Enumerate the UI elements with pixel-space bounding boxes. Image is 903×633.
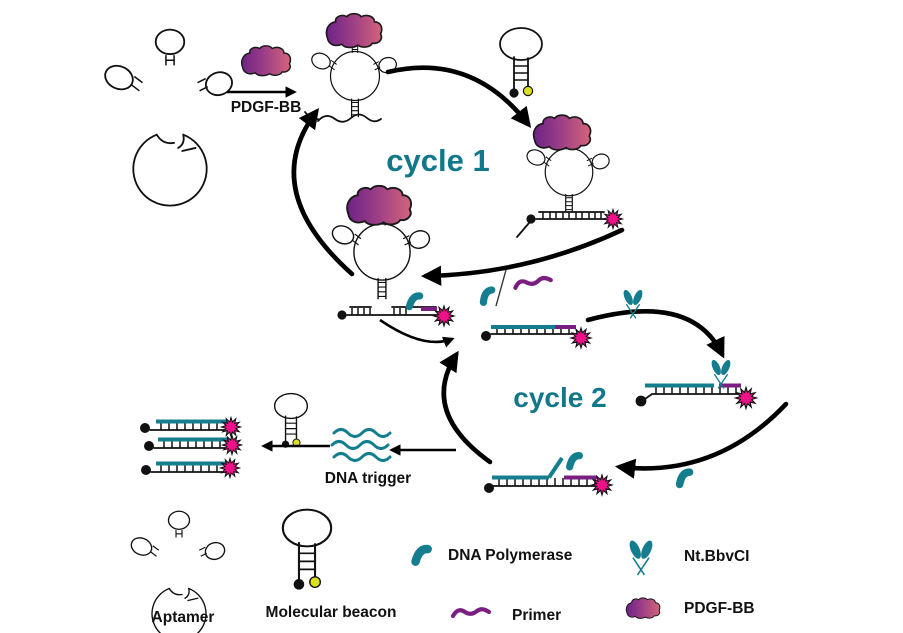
dna-polymerase-icon <box>407 295 421 306</box>
cycle2-duplex-right <box>635 357 758 410</box>
dna-polymerase-icon <box>413 548 430 561</box>
aptamer-pdgf-complex-top <box>304 12 399 123</box>
primer-icon <box>453 609 489 616</box>
dna-polymerase-icon <box>567 455 582 467</box>
legend: Aptamer Molecular beacon DNA Polymerase … <box>127 508 755 633</box>
slash-divider <box>495 269 507 307</box>
cycle2-label: cycle 2 <box>513 382 606 413</box>
legend-primer-label: Primer <box>512 607 561 624</box>
cycle2-duplex-nicked <box>484 455 613 496</box>
legend-polymerase-label: DNA Polymerase <box>448 547 573 564</box>
cycle1-arc-left <box>291 107 355 277</box>
aptamer-complex-right-on-beacon <box>516 114 624 238</box>
beacon-to-duplex-arrow <box>379 318 455 348</box>
dna-polymerase-icon <box>480 290 495 303</box>
pdgf-bb-blob-icon <box>240 45 292 77</box>
cycle2-arc-left <box>439 350 493 465</box>
cycle1-arc-bottom <box>420 227 625 286</box>
aptamer-complex-left-on-beacon <box>328 184 455 327</box>
primer-icon <box>515 277 552 288</box>
dna-polymerase-icon <box>677 472 693 485</box>
dna-trigger-label: DNA trigger <box>325 470 411 487</box>
legend-nickase-label: Nt.BbvCI <box>684 548 749 565</box>
molecular-beacon-small-icon <box>273 392 309 449</box>
legend-beacon-label: Molecular beacon <box>266 604 397 621</box>
aptamer-free-icon <box>100 28 236 207</box>
cycle1-arc-top <box>385 65 532 128</box>
product-duplex <box>140 416 242 438</box>
cycle2-duplex-top <box>481 325 592 349</box>
dna-trigger-waves-icon <box>330 428 392 462</box>
pdgf-bb-icon <box>625 597 661 619</box>
product-duplex <box>141 457 241 479</box>
cycle2-arc-top <box>585 308 725 359</box>
legend-aptamer-label: Aptamer <box>152 609 215 626</box>
nt-bbvci-icon <box>626 538 656 576</box>
fluorophore-star-icon <box>219 457 241 479</box>
fluorophore-star-icon <box>570 327 592 349</box>
fluorophore-star-icon <box>734 386 758 410</box>
molecular-beacon-top-icon <box>499 27 543 99</box>
product-duplex <box>144 434 243 456</box>
fluorophore-star-icon <box>602 208 624 230</box>
cycle1-label: cycle 1 <box>386 143 489 178</box>
molecular-beacon-icon <box>281 508 333 591</box>
legend-pdgf-label: PDGF-BB <box>684 600 755 617</box>
cycle2-arc-bottom <box>614 401 789 479</box>
pdgf-input-label: PDGF-BB <box>231 99 302 116</box>
